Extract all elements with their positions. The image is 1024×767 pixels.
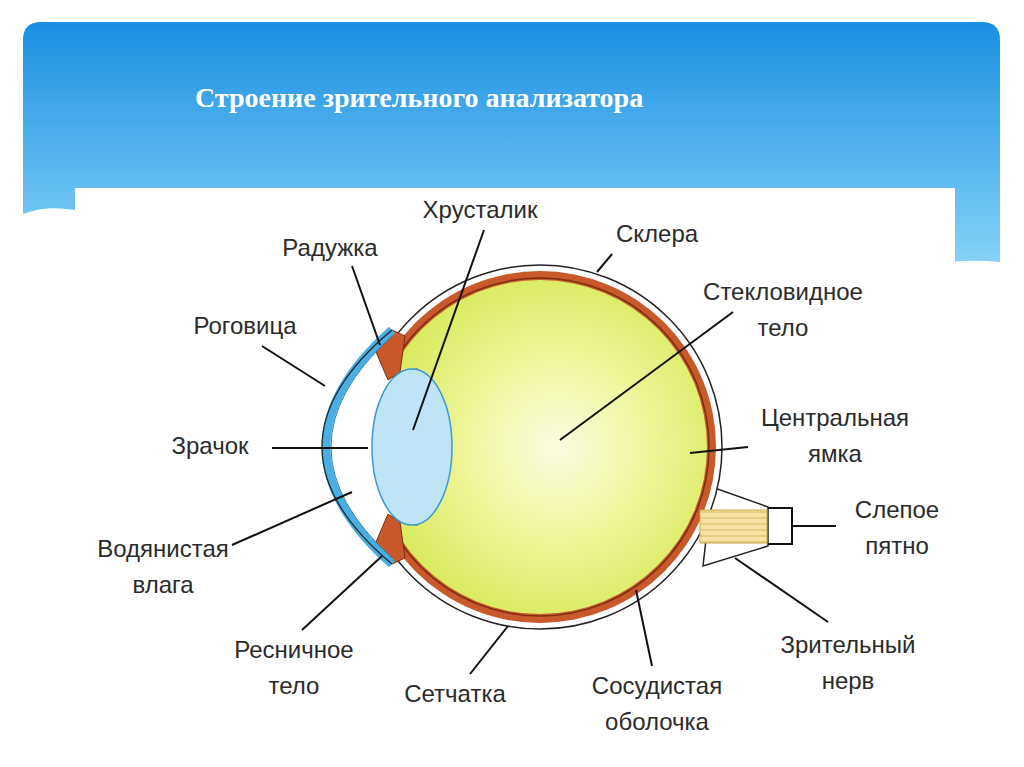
leader-line [636, 590, 652, 666]
lens [372, 369, 452, 525]
vitreous-body [373, 280, 707, 614]
part-label: Роговица [193, 308, 296, 344]
leader-line [262, 346, 325, 386]
part-label: Хрусталик [423, 192, 538, 228]
leader-line [272, 447, 368, 449]
leader-line [352, 266, 380, 345]
optic-nerve [700, 510, 767, 543]
part-label: Слепое пятно [842, 492, 952, 564]
part-label: Водянистая влага [78, 531, 248, 603]
sclera [358, 265, 722, 629]
leader-line [470, 626, 508, 674]
part-label: Склера [616, 216, 698, 252]
part-label: Центральная ямка [745, 400, 925, 472]
part-label: Зрительный нерв [763, 627, 933, 699]
leader-line [560, 312, 733, 440]
white-panel [75, 188, 955, 767]
part-label: Зрачок [171, 428, 248, 464]
leader-line [597, 254, 612, 272]
leader-line [690, 447, 748, 453]
leader-line [232, 492, 352, 545]
retina [371, 278, 709, 616]
part-label: Сосудистая оболочка [572, 668, 742, 740]
part-label: Стекловидное тело [688, 274, 878, 346]
part-label: Ресничное тело [219, 632, 369, 704]
part-label: Сетчатка [404, 676, 506, 712]
choroid [364, 271, 716, 623]
part-label: Радужка [282, 230, 377, 266]
leader-line [735, 558, 828, 622]
slide-title: Строение зрительного анализатора [195, 80, 643, 116]
leader-line [413, 230, 484, 430]
leader-line [302, 556, 382, 630]
bracket [768, 508, 836, 544]
